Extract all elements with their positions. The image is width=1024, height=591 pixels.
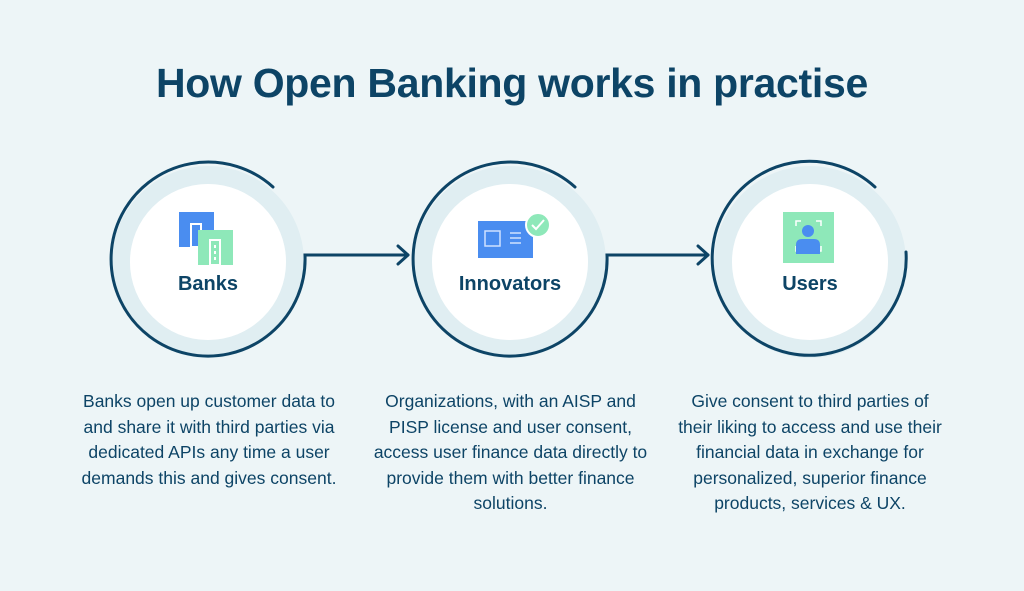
step-description-banks: Banks open up customer data to and share… — [81, 391, 337, 488]
arrow-head-1 — [396, 244, 410, 266]
arrow-head-2 — [696, 244, 710, 266]
page-title: How Open Banking works in practise — [155, 60, 868, 106]
step-label-banks: Banks — [177, 273, 239, 295]
arc-innovators — [411, 160, 710, 358]
bank-buildings-icon — [179, 212, 233, 266]
circle-ring-innovators — [414, 166, 606, 358]
user-scan-icon — [783, 212, 834, 263]
arc-users — [710, 159, 908, 357]
step-label-innovators: Innovators — [458, 273, 562, 295]
id-card-check-icon — [478, 212, 551, 258]
step-label-users: Users — [782, 273, 838, 295]
step-description-innovators: Organizations, with an AISP and PISP lic… — [373, 391, 648, 513]
step-description-users: Give consent to third parties of their l… — [678, 391, 942, 513]
arc-banks — [109, 160, 410, 358]
circle-ring-users — [714, 166, 906, 358]
circle-ring-banks — [112, 166, 304, 358]
